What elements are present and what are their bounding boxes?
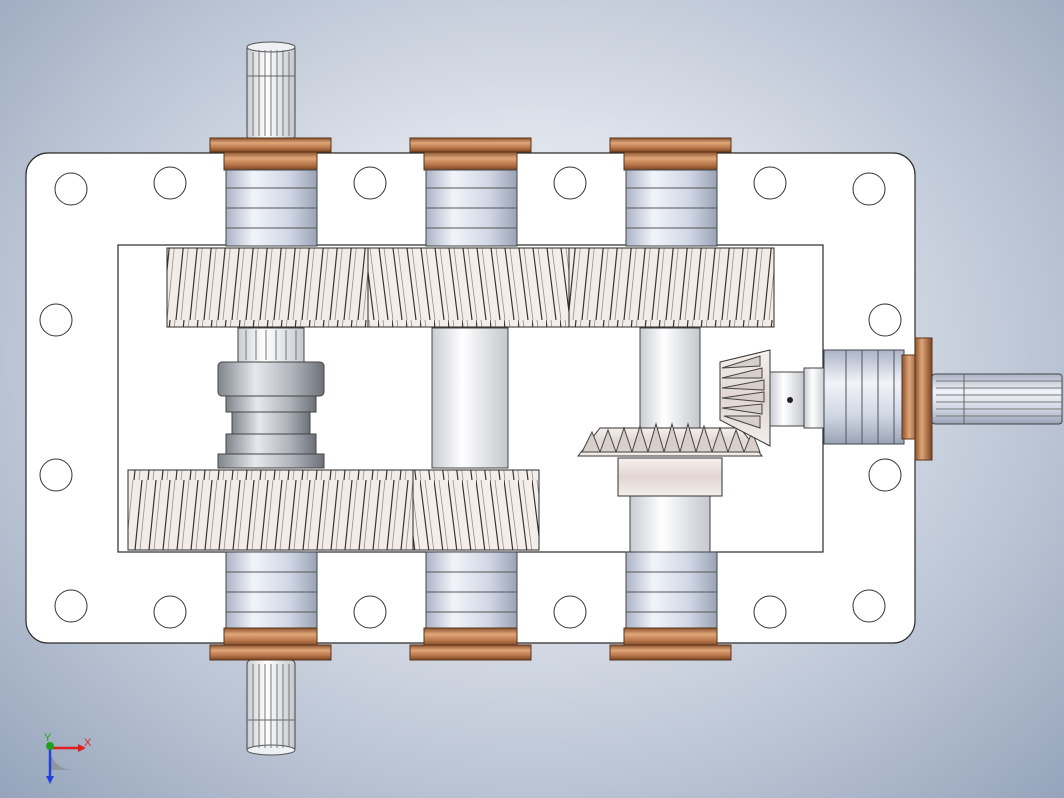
helical-gear: [412, 469, 540, 551]
right-shaft-lower: [629, 494, 711, 553]
bearing-cap-bottom-1: [209, 551, 332, 661]
bolt-hole: [852, 589, 886, 623]
bearing-cap-bottom-2: [409, 551, 532, 661]
bolt-hole: [153, 595, 187, 629]
side-bearing-cap-flange: [914, 337, 933, 461]
left-shaft-assembly[interactable]: [217, 327, 325, 469]
helical-gear: [127, 469, 414, 551]
bolt-hole: [39, 303, 73, 337]
bolt-hole: [153, 166, 187, 200]
bolt-holes: [39, 166, 902, 629]
bearing-cap-bottom-3: [609, 551, 732, 661]
bolt-hole: [753, 166, 787, 200]
bolt-hole: [868, 458, 902, 492]
top-splined-shaft[interactable]: [246, 41, 296, 141]
coordinate-triad: X Y: [44, 732, 92, 784]
helical-gear: [367, 247, 570, 328]
right-input-shaft[interactable]: [769, 337, 1063, 461]
bearing-cap-top-2: [409, 137, 532, 247]
bearing-cap-top-3: [609, 137, 732, 247]
upper-helical-gears[interactable]: [166, 247, 775, 328]
y-axis-dot: [46, 742, 54, 750]
bevel-gear-pair[interactable]: [576, 349, 771, 497]
y-axis-label: Y: [44, 732, 52, 744]
bottom-splined-shaft[interactable]: [246, 659, 296, 756]
helical-gear: [568, 247, 775, 328]
bolt-hole: [353, 595, 387, 629]
top-bearings[interactable]: [209, 137, 732, 247]
bolt-hole: [54, 589, 88, 623]
bottom-bearings[interactable]: [209, 551, 732, 661]
helical-gear: [166, 247, 369, 328]
lower-helical-gears[interactable]: [127, 469, 540, 551]
middle-shaft: [431, 327, 509, 469]
bolt-hole: [753, 595, 787, 629]
bolt-hole: [353, 166, 387, 200]
bolt-hole: [553, 595, 587, 629]
bolt-hole: [553, 166, 587, 200]
bolt-hole: [852, 172, 886, 206]
x-axis-label: X: [84, 737, 92, 749]
bearing-cap-top-1: [209, 137, 332, 247]
crown-bevel-gear: [576, 422, 764, 497]
bolt-hole: [54, 172, 88, 206]
side-bearing: [823, 349, 905, 445]
pinion-bevel-gear: [719, 349, 771, 447]
bolt-hole: [868, 303, 902, 337]
bolt-hole: [39, 458, 73, 492]
